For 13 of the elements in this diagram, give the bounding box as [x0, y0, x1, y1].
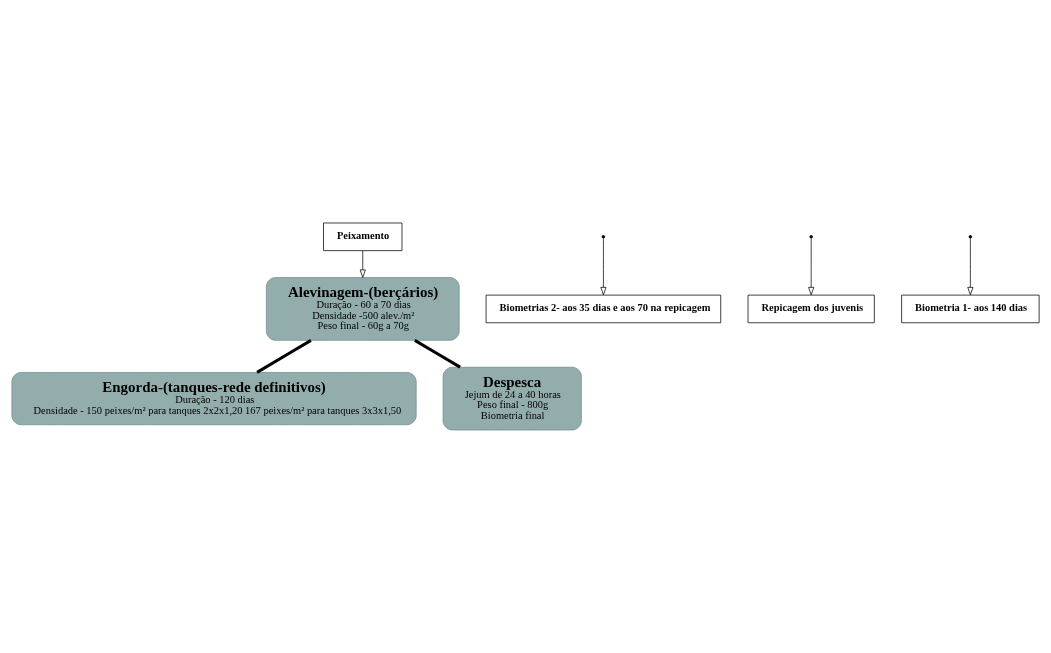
node-box: Biometrias 2- aos 35 dias e aos 70 na repicagem [485, 294, 722, 324]
node-box: Despesca Jejum de 24 a 40 horas Peso final - 800g Biometria final [442, 366, 582, 431]
node-box: Repicagem dos juvenis [747, 294, 875, 324]
node-box: Biometria 1- aos 140 dias [901, 294, 1040, 324]
connector [256, 339, 312, 374]
arrow [359, 250, 366, 278]
arrow [600, 238, 607, 296]
arrow [967, 238, 974, 296]
node-box: Peixamento [323, 222, 403, 251]
node-box: Engorda-(tanques-rede definitivos) Duração - 120 dias Densidade - 150 peixes/m² para tanques 2x2x1,20 167 peixes/m² para tanques 3x3x1,50 [11, 372, 417, 426]
node-box: Alevinagem-(berçários) Duração - 60 a 70 dias Densidade -500 alev./m² Peso final - 60g a 70g [265, 277, 460, 341]
arrow [808, 238, 815, 296]
connector [414, 339, 461, 369]
